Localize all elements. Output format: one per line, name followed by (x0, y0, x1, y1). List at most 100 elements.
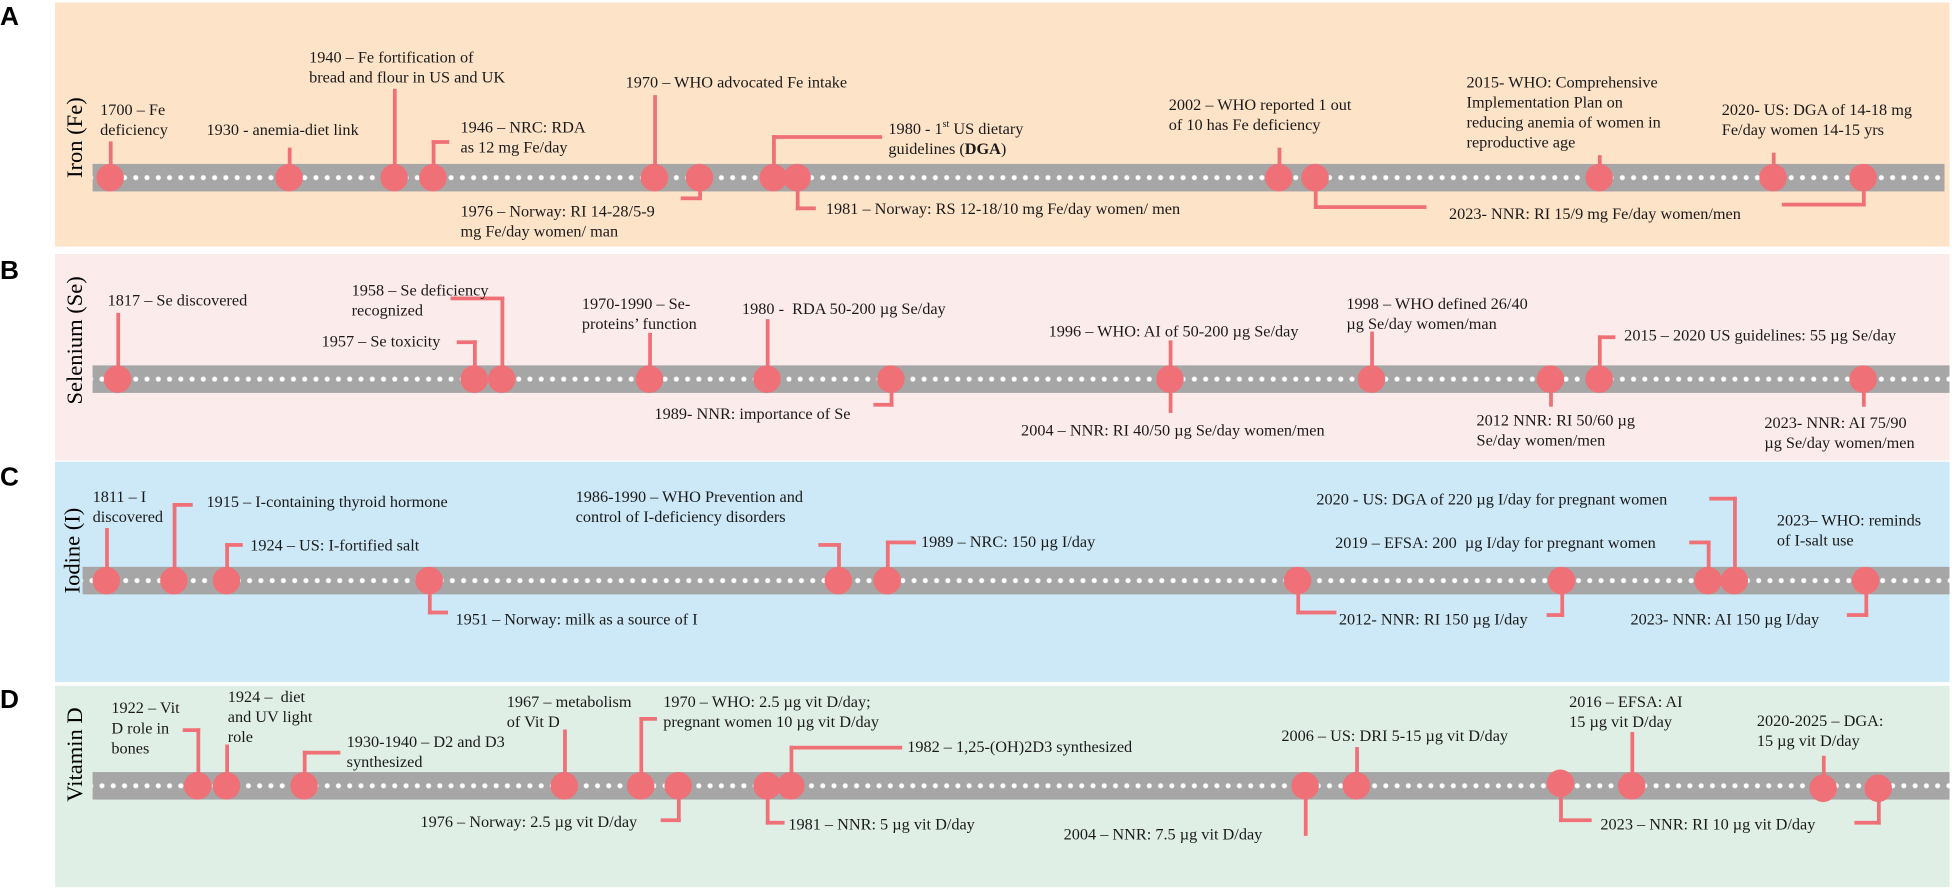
event-label: 2015 – 2020 US guidelines: 55 µg Se/day (1624, 325, 1897, 345)
timeline-marker (1864, 774, 1892, 803)
timeline-track (92, 365, 1950, 393)
panel-selenium (55, 254, 1950, 461)
event-label: 1957 – Se toxicity (321, 331, 441, 351)
timeline-marker (550, 772, 579, 800)
event-label: 1970 – WHO: 2.5 µg vit D/day;pregnant wo… (663, 691, 880, 731)
timeline-marker (1265, 163, 1293, 192)
timeline-marker (1547, 566, 1576, 595)
timeline-marker (753, 365, 781, 393)
event-label: 1930 - anemia-diet link (206, 120, 359, 139)
event-label: 1915 – I-containing thyroid hormone (206, 491, 448, 511)
panel-letter: B (0, 256, 19, 286)
event-label: 1817 – Se discovered (107, 290, 248, 310)
event-label: 1951 – Norway: milk as a source of I (455, 609, 698, 629)
timeline-marker (759, 163, 788, 192)
timeline-marker (1291, 772, 1319, 800)
event-label: 1981 – NNR: 5 µg vit D/day (788, 814, 975, 834)
event-label: 1970-1990 – Se-proteins’ function (581, 294, 697, 333)
timeline-marker (1809, 774, 1837, 803)
timeline-marker (877, 365, 905, 393)
timeline-marker (1694, 566, 1722, 595)
timeline-marker (103, 365, 132, 393)
timeline-marker (96, 163, 124, 192)
event-label: 2004 – NNR: 7.5 µg vit D/day (1063, 824, 1263, 844)
timeline-marker (1156, 365, 1184, 393)
timeline-marker (290, 772, 318, 800)
timeline-marker (1301, 163, 1329, 192)
event-label: 1989- NNR: importance of Se (654, 404, 851, 423)
timeline-marker (183, 772, 212, 800)
timeline-marker (753, 772, 781, 800)
timeline-marker (1357, 365, 1386, 393)
event-label: 2019 – EFSA: 200 µg I/day for pregnant w… (1335, 533, 1656, 552)
timeline-marker (626, 772, 655, 800)
event-label: 1989 – NRC: 150 µg I/day (920, 531, 1096, 551)
event-label: 1924 – US: I-fortified salt (250, 535, 420, 555)
timeline-marker (212, 772, 241, 800)
event-label: 1970 – WHO advocated Fe intake (625, 72, 848, 92)
timeline-marker (1849, 365, 1877, 393)
event-label: 2020-2025 – DGA:15 µg vit D/day (1756, 710, 1884, 750)
timeline-marker (1283, 566, 1312, 595)
timeline-marker (160, 566, 188, 595)
panel-letter: C (0, 462, 19, 492)
timeline-marker (1759, 163, 1787, 192)
event-label: 1981 – Norway: RS 12-18/10 mg Fe/day wom… (825, 198, 1181, 218)
timeline-track (92, 163, 1945, 192)
timeline-marker (1851, 566, 1880, 595)
timeline-marker (640, 163, 669, 192)
event-label: 2023 – NNR: RI 10 µg vit D/day (1600, 814, 1816, 834)
timeline-marker (1617, 772, 1646, 800)
timeline-marker (415, 566, 443, 595)
event-label: 1976 – Norway: 2.5 µg vit D/day (420, 812, 638, 831)
timeline-marker (460, 365, 489, 393)
timeline-marker (419, 163, 447, 192)
timeline-marker (212, 566, 241, 595)
event-label: 1996 – WHO: AI of 50-200 µg Se/day (1048, 321, 1299, 341)
timeline-marker (635, 365, 664, 393)
timeline-marker (824, 566, 853, 595)
event-label: 2012- NNR: RI 150 µg I/day (1338, 609, 1528, 629)
timeline-track (92, 772, 1950, 800)
event-label: 2023- NNR: RI 15/9 mg Fe/day women/men (1449, 203, 1741, 223)
timeline-marker (1849, 163, 1877, 192)
timeline-track (82, 566, 1950, 595)
timeline-marker (1585, 365, 1613, 393)
timeline-marker (488, 365, 516, 393)
timeline-marker (685, 163, 714, 192)
event-label: 2023- NNR: AI 150 µg I/day (1630, 609, 1820, 629)
panel-letter: A (0, 2, 19, 32)
event-label: 1980 - RDA 50-200 µg Se/day (742, 299, 946, 318)
event-label: 2004 – NNR: RI 40/50 µg Se/day women/men (1021, 420, 1325, 440)
panel-letter: D (0, 685, 19, 715)
timeline-marker (1585, 163, 1613, 192)
panel-iron (55, 2, 1950, 247)
timeline-marker (873, 566, 901, 595)
timeline-marker (1342, 772, 1371, 800)
timeline-marker (1720, 566, 1749, 595)
timeline-marker (92, 566, 121, 595)
timeline-marker (664, 772, 692, 800)
timeline-marker (275, 163, 303, 192)
timeline-marker (1536, 365, 1565, 393)
